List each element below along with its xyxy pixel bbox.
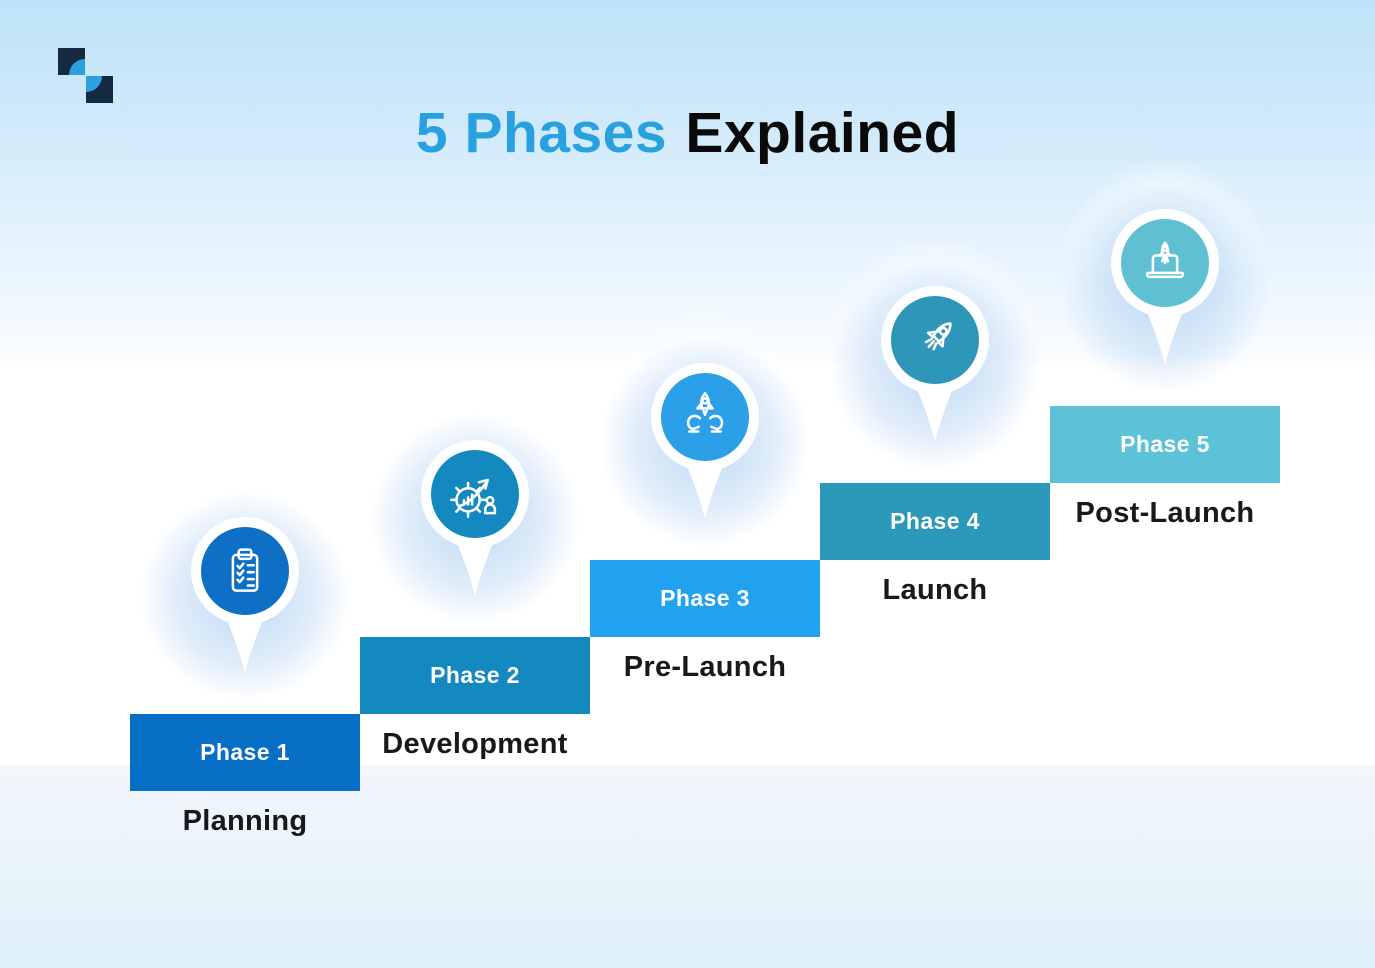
phase-1-name: Planning bbox=[182, 805, 308, 837]
pin-tail bbox=[453, 532, 497, 596]
phase-3-bar: Phase 3 bbox=[590, 560, 820, 637]
phase-4-name: Launch bbox=[882, 574, 988, 606]
phase-3-name: Pre-Launch bbox=[623, 651, 787, 683]
phase-4-bar: Phase 4 bbox=[820, 483, 1050, 560]
phase-5-bar: Phase 5 bbox=[1050, 406, 1280, 483]
phase-4-badge: Phase 4 bbox=[890, 508, 980, 534]
pin-tail bbox=[1143, 301, 1187, 365]
phase-2-name: Development bbox=[382, 728, 568, 760]
phase-5-badge: Phase 5 bbox=[1120, 431, 1210, 457]
hands-holding-rocket-icon bbox=[686, 392, 724, 433]
phase-2-pin bbox=[421, 440, 529, 596]
logo-quarter-circle-icon bbox=[69, 59, 85, 75]
page-title: 5 Phases Explained bbox=[0, 100, 1375, 166]
pin-inner-circle bbox=[431, 450, 519, 538]
phase-5-name: Post-Launch bbox=[1075, 497, 1255, 529]
phase-3-step: Phase 3 Pre-Launch bbox=[590, 314, 820, 683]
pin-inner-circle bbox=[201, 527, 289, 615]
phase-4-pin bbox=[881, 286, 989, 442]
phase-2-step: Phase 2 Development bbox=[360, 391, 590, 760]
gear-growth-arrow-icon bbox=[450, 478, 497, 518]
title-rest: Explained bbox=[685, 101, 960, 165]
phase-3-badge: Phase 3 bbox=[660, 585, 750, 611]
phase-3-pin bbox=[651, 363, 759, 519]
logo-quarter-circle-icon bbox=[86, 76, 102, 92]
logo-square-top bbox=[58, 48, 85, 75]
clipboard-checklist-icon bbox=[231, 548, 259, 592]
pin-tail bbox=[683, 455, 727, 519]
rocket-icon bbox=[924, 322, 952, 351]
phase-1-step: Phase 1 Planning bbox=[130, 468, 360, 837]
phase-2-badge: Phase 2 bbox=[430, 662, 520, 688]
title-accent: 5 Phases bbox=[415, 101, 668, 165]
pin-inner-circle bbox=[891, 296, 979, 384]
laptop-rocket-launch-icon bbox=[1145, 241, 1185, 279]
phase-1-pin bbox=[191, 517, 299, 673]
pin-tail bbox=[913, 378, 957, 442]
logo-square-bottom bbox=[86, 76, 113, 103]
phase-5-step: Phase 5 Post-Launch bbox=[1050, 160, 1280, 529]
phase-1-bar: Phase 1 bbox=[130, 714, 360, 791]
pin-tail bbox=[223, 609, 267, 673]
brand-logo bbox=[58, 48, 114, 104]
phase-4-step: Phase 4 Launch bbox=[820, 237, 1050, 606]
phase-5-pin bbox=[1111, 209, 1219, 365]
phase-2-bar: Phase 2 bbox=[360, 637, 590, 714]
pin-inner-circle bbox=[661, 373, 749, 461]
phase-1-badge: Phase 1 bbox=[200, 739, 290, 765]
